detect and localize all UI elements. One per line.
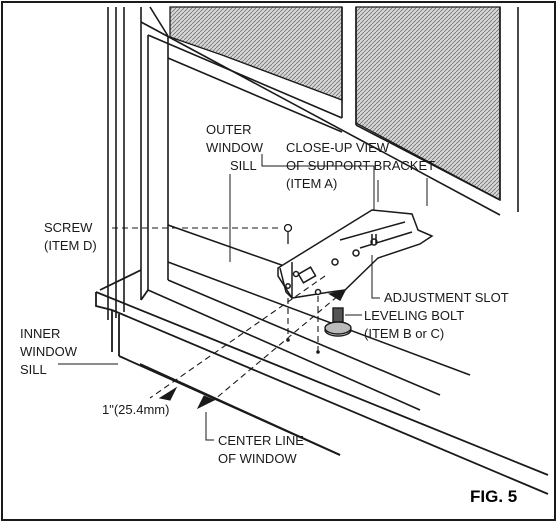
label-measurement: 1"(25.4mm)	[102, 402, 169, 417]
outer-sill-line-1: OUTER	[206, 122, 252, 137]
outer-sill-line-2: WINDOW	[206, 140, 264, 155]
leveling-bolt-line-1: LEVELING BOLT	[364, 308, 464, 323]
center-line-line-1: CENTER LINE	[218, 433, 304, 448]
screw-line-2: (ITEM D)	[44, 238, 97, 253]
support-bracket	[277, 209, 434, 302]
label-leveling-bolt: LEVELING BOLT (ITEM B or C)	[364, 308, 464, 341]
leveling-bolt-line-2: (ITEM B or C)	[364, 326, 444, 341]
label-outer-sill: OUTER WINDOW SILL	[206, 122, 264, 173]
screw-line-1: SCREW	[44, 220, 93, 235]
inner-sill-line-2: WINDOW	[20, 344, 78, 359]
leveling-bolt-drawing	[324, 307, 352, 337]
inner-sill-line-3: SILL	[20, 362, 47, 377]
close-up-line-2: OF SUPPORT BRACKET	[286, 158, 435, 173]
window-frame	[107, 6, 519, 320]
close-up-line-1: CLOSE-UP VIEW	[286, 140, 390, 155]
close-up-line-3: (ITEM A)	[286, 176, 337, 191]
small-dots	[286, 338, 320, 354]
measurement-arrows	[158, 386, 216, 410]
outer-sill	[147, 224, 471, 411]
screw-drawing	[283, 223, 293, 244]
leader-lines	[58, 154, 428, 441]
label-center-line: CENTER LINE OF WINDOW	[218, 433, 304, 466]
inner-sill	[95, 269, 549, 495]
label-inner-sill: INNER WINDOW SILL	[20, 326, 78, 377]
inner-sill-line-1: INNER	[20, 326, 60, 341]
construction-lines	[112, 227, 346, 401]
figure-label: FIG. 5	[470, 487, 517, 506]
label-adjustment-slot: ADJUSTMENT SLOT	[384, 290, 509, 305]
outer-sill-line-3: SILL	[230, 158, 257, 173]
label-close-up: CLOSE-UP VIEW OF SUPPORT BRACKET (ITEM A…	[286, 140, 435, 191]
center-line-line-2: OF WINDOW	[218, 451, 297, 466]
label-screw: SCREW (ITEM D)	[44, 220, 97, 253]
